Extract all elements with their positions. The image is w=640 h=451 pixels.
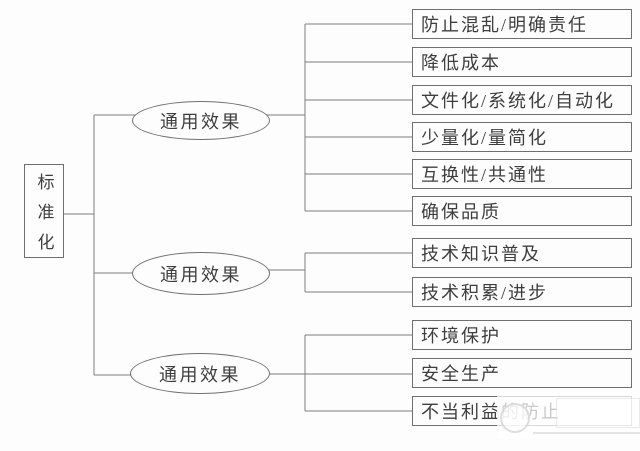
effect-box-cost-reduction: 降低成本 [412, 47, 632, 77]
watermark-faded-line [533, 432, 640, 434]
root-node-label: 标准化 [34, 172, 54, 263]
effect-label: 技术知识普及 [421, 244, 541, 264]
effect-label: 文件化/系统化/自动化 [421, 91, 616, 111]
effect-label: 确保品质 [421, 202, 501, 222]
branch-label: 通用效果 [160, 264, 242, 285]
branch-label: 通用效果 [160, 111, 242, 132]
effect-label: 安全生产 [421, 364, 501, 384]
effect-label: 技术积累/进步 [421, 283, 549, 303]
effect-label: 少量化/量简化 [421, 128, 549, 148]
root-node-standardization: 标准化 [24, 164, 64, 263]
effect-box-interchangeability: 互换性/共通性 [412, 159, 632, 189]
branch-node-general-effects-2: 通用效果 [132, 252, 270, 295]
effect-label: 降低成本 [421, 53, 501, 73]
effect-box-prevent-confusion: 防止混乱/明确责任 [412, 9, 632, 39]
effect-box-production-safety: 安全生产 [412, 358, 632, 388]
effect-label: 互换性/共通性 [421, 165, 549, 185]
branch-node-general-effects-3: 通用效果 [130, 353, 270, 394]
effect-label: 环境保护 [421, 326, 501, 346]
effect-box-documentation-systemization: 文件化/系统化/自动化 [412, 85, 632, 115]
branch-label: 通用效果 [159, 364, 241, 385]
effect-box-quantity-simplification: 少量化/量简化 [412, 122, 632, 152]
branch-node-general-effects-1: 通用效果 [132, 101, 270, 140]
effect-label: 防止混乱/明确责任 [421, 15, 589, 35]
watermark-circle-icon [500, 403, 530, 433]
effect-box-quality-assurance: 确保品质 [412, 196, 632, 226]
watermark-faded-block [556, 398, 640, 428]
effect-box-technical-knowledge: 技术知识普及 [412, 238, 632, 268]
effect-box-technical-accumulation: 技术积累/进步 [412, 277, 632, 307]
effect-box-environmental-protection: 环境保护 [412, 320, 632, 350]
